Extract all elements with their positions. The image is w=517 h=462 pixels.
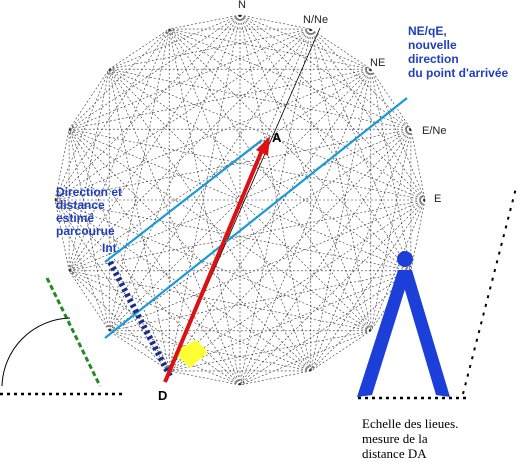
label-n: N (238, 0, 246, 11)
rhumb-line (310, 129, 412, 372)
rhumb-line (310, 28, 412, 271)
route-d-to-a (163, 147, 265, 383)
rhumb-line (109, 68, 412, 272)
svg-text:NE/qE,: NE/qE, (408, 24, 447, 38)
rhumb-line (370, 69, 426, 201)
rhumb-line (69, 199, 426, 272)
rhumb-line (410, 129, 426, 201)
scale-annotation: Echelle des lieues. mesure de la distanc… (362, 416, 458, 461)
svg-text:direction: direction (408, 52, 459, 66)
rhumb-line (370, 199, 426, 331)
rhumb-line (169, 370, 241, 386)
rhumb-line (68, 270, 170, 372)
label-point-a: A (272, 130, 282, 145)
rhumb-line (68, 270, 110, 331)
rhumb-line (109, 68, 426, 201)
rhumb-line (54, 129, 70, 201)
rhumb-line (68, 128, 371, 332)
rhumb-line (108, 29, 170, 331)
rhumb-line (239, 29, 312, 386)
rhumb-line (68, 129, 241, 386)
svg-text:Direction et: Direction et (56, 185, 122, 199)
rhumb-line (54, 69, 110, 201)
rhumb-line (239, 14, 311, 30)
rhumb-line (410, 199, 426, 271)
rhumb-line (239, 14, 312, 371)
rhumb-line (109, 14, 241, 70)
rhumb-line (239, 330, 371, 386)
rhumb-line (168, 28, 372, 331)
angle-mark (174, 340, 208, 368)
rhumb-line (68, 28, 311, 130)
svg-text:du point d'arrivée: du point d'arrivée (408, 66, 509, 80)
label-ne: NE (370, 57, 385, 69)
svg-text:Echelle des lieues.: Echelle des lieues. (362, 416, 458, 431)
rhumb-line (68, 68, 371, 272)
green-dashed-line (45, 277, 102, 387)
rhumb-line (69, 128, 426, 201)
route-arrowhead (256, 136, 270, 156)
divider-leg-left (357, 270, 411, 397)
rhumb-line (54, 199, 311, 372)
rhumb-line (109, 330, 170, 372)
svg-text:nouvelle: nouvelle (408, 38, 457, 52)
svg-text:distance DA: distance DA (362, 446, 427, 461)
rhumb-line (54, 199, 110, 331)
rhumb-line (108, 69, 312, 372)
rhumb-line (108, 69, 241, 386)
rhumb-line (310, 28, 371, 70)
rhumb-line (310, 29, 372, 331)
new-direction-line-upper (104, 139, 263, 263)
rhumb-line (54, 199, 70, 271)
rhumb-line (109, 270, 411, 332)
rhumb-line (310, 28, 412, 130)
rhumb-line (370, 69, 412, 130)
rhumb-line (239, 14, 371, 70)
rhumb-line (169, 28, 412, 130)
rhumb-line (239, 14, 412, 130)
rhumb-line (239, 129, 412, 386)
label-int: Int (102, 241, 117, 255)
rhumb-line (239, 370, 311, 386)
protractor-arc (1, 317, 71, 387)
rhumb-line (68, 28, 170, 130)
rhumb-line (109, 199, 426, 332)
rhumb-line (239, 69, 372, 386)
rhumb-line (310, 270, 412, 372)
new-direction-annotation: NE/qE, nouvelle direction du point d'arr… (408, 24, 509, 80)
label-n-ne: N/Ne (303, 14, 328, 26)
rhumb-line (169, 199, 426, 372)
rhumb-line (169, 28, 426, 201)
rhumb-line (54, 68, 371, 201)
rhumb-line (168, 14, 241, 371)
svg-text:parcourue: parcourue (56, 224, 115, 238)
rhumb-line (69, 270, 371, 332)
svg-text:distance: distance (56, 198, 105, 212)
rhumb-line (310, 69, 372, 371)
new-direction-line-lower (104, 97, 408, 339)
divider-hinge (397, 251, 413, 267)
rhumb-line (239, 14, 372, 331)
rhumb-line (168, 29, 241, 386)
svg-text:estimé: estimé (56, 211, 94, 225)
svg-text:mesure de la: mesure de la (362, 431, 428, 446)
label-e-ne: E/Ne (422, 125, 446, 137)
rhumb-line (109, 330, 241, 386)
rhumb-line (169, 14, 241, 30)
rhumb-line (310, 330, 371, 372)
rhumb-line (239, 14, 412, 271)
label-point-d: D (158, 388, 167, 403)
estimated-direction-annotation: Direction et distance estimé parcourue (56, 185, 122, 238)
rhumb-line (109, 128, 412, 332)
rhumb-line (109, 28, 170, 70)
label-e: E (434, 193, 441, 205)
divider-leg-right (399, 270, 450, 397)
rhumb-line (108, 69, 170, 371)
rhumb-line (168, 28, 412, 272)
rhumb-line (68, 69, 110, 130)
rhumb-line (168, 69, 372, 372)
right-diagonal-dashed (462, 187, 517, 395)
